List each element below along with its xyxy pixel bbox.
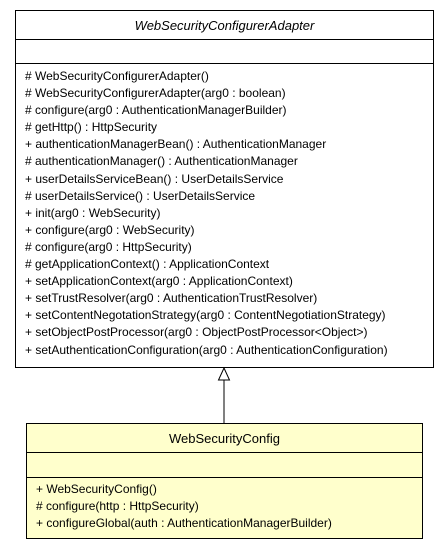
operation: + configure(arg0 : WebSecurity) (25, 222, 195, 237)
operations-compartment: + WebSecurityConfig() # configure(http :… (27, 478, 422, 532)
operation: # configure(http : HttpSecurity) (36, 499, 199, 514)
operation: + configureGlobal(auth : AuthenticationM… (36, 516, 332, 531)
operations-compartment: # WebSecurityConfigurerAdapter() # WebSe… (16, 64, 433, 359)
operation: # WebSecurityConfigurerAdapter() (25, 69, 209, 83)
attributes-compartment (16, 40, 433, 64)
class-name-websecurityconfig: WebSecurityConfig (27, 424, 422, 453)
operation: + setTrustResolver(arg0 : Authentication… (25, 291, 318, 306)
operation: # getHttp() : HttpSecurity (25, 120, 158, 135)
attributes-compartment (27, 453, 422, 478)
operation: # userDetailsService() : UserDetailsServ… (25, 188, 256, 203)
operation: + userDetailsServiceBean() : UserDetails… (25, 171, 284, 186)
operation: # WebSecurityConfigurerAdapter(arg0 : bo… (25, 86, 286, 101)
operation: # configure(arg0 : AuthenticationManager… (25, 103, 287, 118)
operation: + setContentNegotationStrategy(arg0 : Co… (25, 308, 386, 323)
operation: + setAuthenticationConfiguration(arg0 : … (25, 342, 388, 357)
operation: + WebSecurityConfig() (36, 482, 157, 496)
operation: # authenticationManager() : Authenticati… (25, 154, 298, 169)
inheritance-arrowhead-icon (217, 366, 231, 381)
operation: + init(arg0 : WebSecurity) (25, 205, 161, 220)
operation: + authenticationManagerBean() : Authenti… (25, 137, 327, 152)
operation: # getApplicationContext() : ApplicationC… (25, 257, 270, 272)
class-box-websecurityconfigureradapter[interactable]: WebSecurityConfigurerAdapter # WebSecuri… (15, 10, 434, 368)
operation: + setObjectPostProcessor(arg0 : ObjectPo… (25, 325, 368, 340)
operation: # configure(arg0 : HttpSecurity) (25, 239, 192, 254)
class-name-websecurityconfigureradapter: WebSecurityConfigurerAdapter (16, 11, 433, 40)
operation: + setApplicationContext(arg0 : Applicati… (25, 274, 293, 289)
class-box-websecurityconfig[interactable]: WebSecurityConfig + WebSecurityConfig() … (26, 423, 423, 539)
